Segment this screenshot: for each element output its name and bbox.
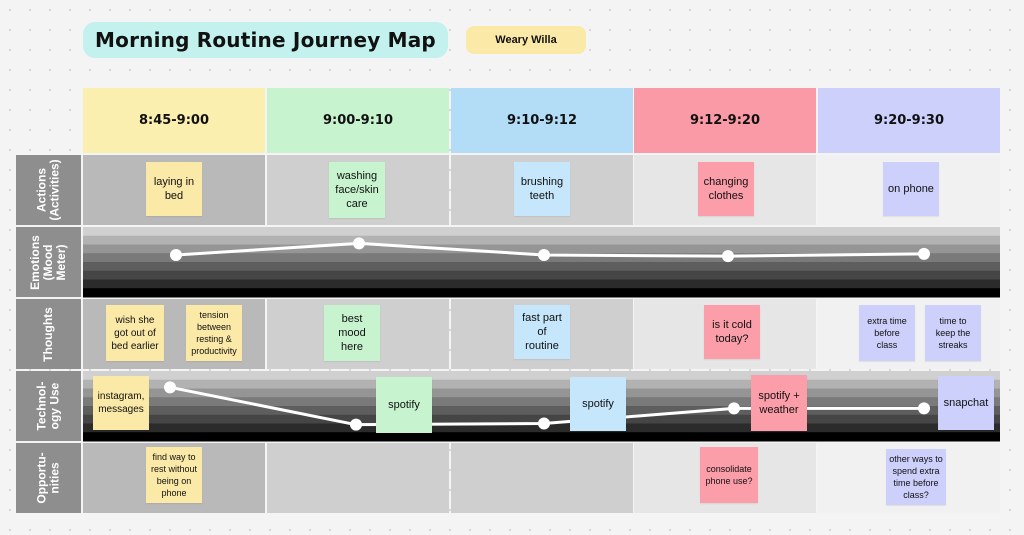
- mood-band: [83, 244, 1000, 254]
- mood-band: [83, 227, 1000, 237]
- data-point: [164, 381, 176, 394]
- page-title: Morning Routine Journey Map: [83, 22, 448, 58]
- row-label-opportunities: Opportu- nities: [16, 443, 81, 513]
- data-point: [170, 249, 182, 261]
- data-point: [918, 247, 930, 260]
- column-header-1: 8:45-9:00: [83, 88, 265, 153]
- sticky-note-technology: spotify: [376, 377, 432, 433]
- data-point: [918, 402, 930, 415]
- sticky-note-technology: spotify + weather: [751, 375, 807, 431]
- row-label-emotions: Emotions (Mood Meter): [16, 227, 81, 297]
- mood-band: [83, 397, 1000, 407]
- mood-band: [83, 371, 1000, 381]
- sticky-note-action: changing clothes: [698, 162, 754, 216]
- column-header-3: 9:10-9:12: [451, 88, 633, 153]
- mood-band: [83, 288, 1000, 298]
- sticky-note-opportunity: find way to rest without being on phone: [146, 447, 202, 503]
- column-header-2: 9:00-9:10: [267, 88, 449, 153]
- sticky-note-opportunity: other ways to spend extra time before cl…: [886, 449, 946, 505]
- sticky-note-thought: fast part of routine: [514, 305, 570, 359]
- data-point: [728, 402, 740, 415]
- mood-band: [83, 279, 1000, 289]
- mood-band: [83, 235, 1000, 245]
- sticky-note-thought: time to keep the streaks: [925, 305, 981, 361]
- mood-band: [83, 262, 1000, 272]
- sticky-note-action: brushing teeth: [514, 162, 570, 216]
- column-header-5: 9:20-9:30: [818, 88, 1000, 153]
- cell: [267, 443, 449, 513]
- data-point: [350, 418, 362, 431]
- mood-band: [83, 379, 1000, 389]
- technology-use-chart: [83, 371, 1000, 442]
- sticky-note-action: washing face/skin care: [329, 162, 385, 218]
- sticky-note-thought: best mood here: [324, 305, 380, 361]
- data-point: [353, 237, 365, 250]
- sticky-note-action: on phone: [883, 162, 939, 216]
- data-point: [722, 250, 734, 263]
- sticky-note-technology: instagram, messages: [93, 376, 149, 430]
- sticky-note-thought: tension between resting & productivity: [186, 305, 242, 361]
- emotion-mood-chart: [83, 227, 1000, 298]
- sticky-note-technology: snapchat: [938, 376, 994, 430]
- column-header-4: 9:12-9:20: [634, 88, 816, 153]
- cell: [451, 443, 633, 513]
- sticky-note-thought: extra time before class: [859, 305, 915, 361]
- data-point: [538, 249, 550, 261]
- persona-badge: Weary Willa: [466, 26, 586, 54]
- mood-band: [83, 270, 1000, 280]
- sticky-note-opportunity: consolidate phone use?: [700, 447, 758, 503]
- sticky-note-technology: spotify: [570, 377, 626, 431]
- sticky-note-thought: is it cold today?: [704, 305, 760, 359]
- mood-band: [83, 432, 1000, 442]
- data-point: [538, 417, 550, 430]
- sticky-note-thought: wish she got out of bed earlier: [106, 305, 164, 361]
- mood-band: [83, 388, 1000, 398]
- mood-band: [83, 406, 1000, 416]
- row-label-technology: Technol- ogy Use: [16, 371, 81, 441]
- row-label-actions: Actions (Activities): [16, 155, 81, 225]
- sticky-note-action: laying in bed: [146, 162, 202, 216]
- row-label-thoughts: Thoughts: [16, 299, 81, 369]
